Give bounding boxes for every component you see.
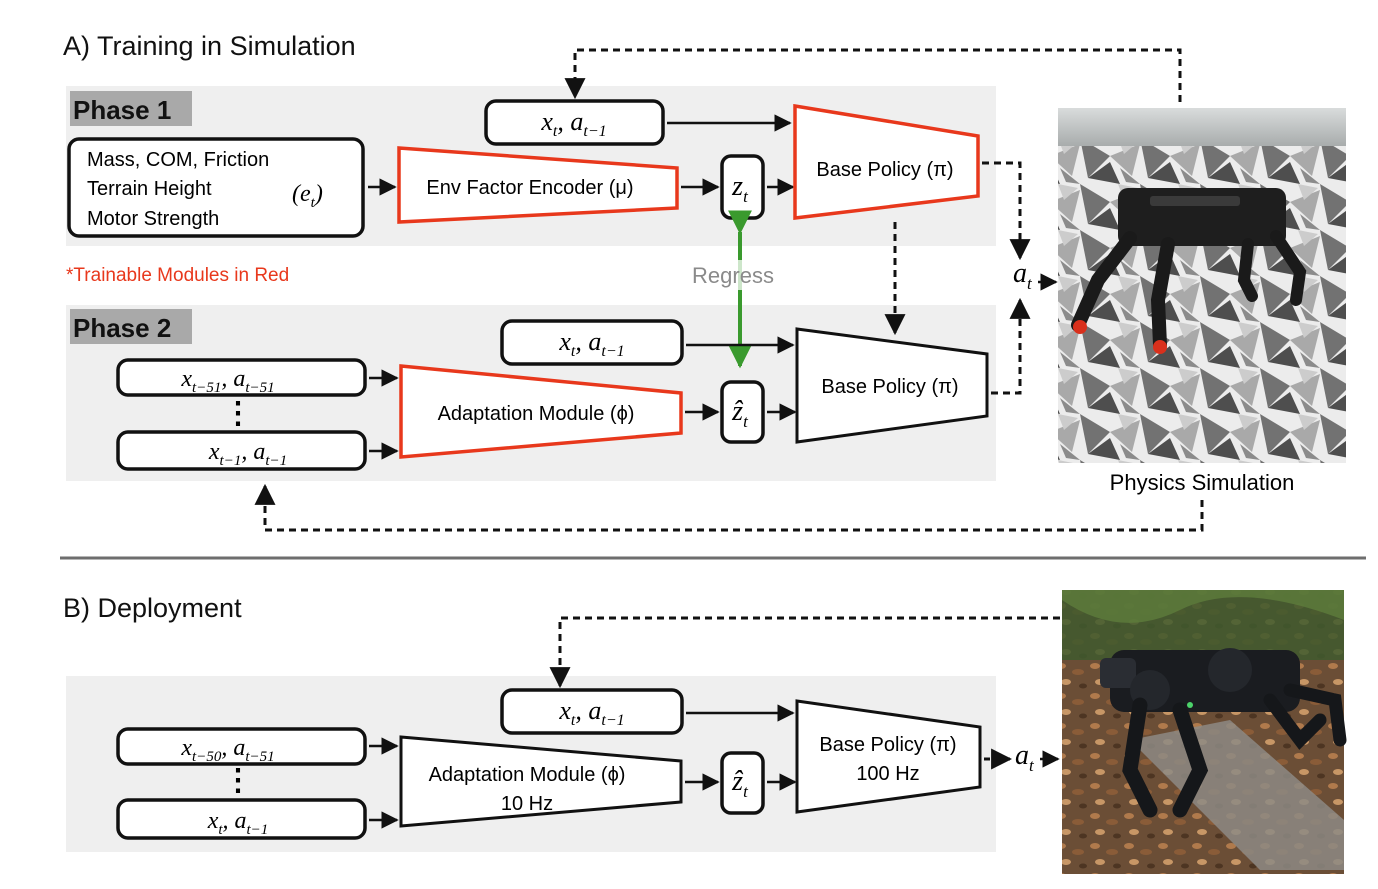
deploy-zhat-label: ẑt <box>731 766 749 801</box>
section-a-title: A) Training in Simulation <box>63 31 356 61</box>
action-label-b: at <box>1015 740 1035 775</box>
latent-zhat-box <box>720 380 765 444</box>
phase1-tag <box>70 91 192 126</box>
env-factor-line-2: Terrain Height <box>87 178 212 200</box>
deploy-adaptation-module <box>399 735 683 828</box>
sim-caption: Physics Simulation <box>1110 470 1295 495</box>
deploy-history-ellipsis: ⋮ <box>223 764 253 797</box>
env-factor-encoder-label: Env Factor Encoder (μ) <box>426 177 633 199</box>
deploy-base-policy-rate: 100 Hz <box>856 763 919 785</box>
history-top-box <box>116 358 367 397</box>
deploy-history-top-label: xt−50, at−51 <box>180 735 274 765</box>
base-policy-phase2-label: Base Policy (π) <box>821 376 958 398</box>
deploy-obs-box <box>500 688 684 735</box>
history-bottom-box <box>116 430 367 471</box>
history-bottom-label: xt−1, at−1 <box>208 439 287 469</box>
history-ellipsis: ⋮ <box>223 397 253 430</box>
section-b-title: B) Deployment <box>63 593 242 623</box>
deploy-base-policy-label: Base Policy (π) <box>819 734 956 756</box>
action-label-a: at <box>1013 258 1033 293</box>
real-robot-image <box>1062 590 1347 874</box>
deploy-history-bottom-box <box>116 798 367 840</box>
history-top-label: xt−51, at−51 <box>180 366 274 396</box>
dashed-robot-to-deploy-obs <box>549 616 1060 689</box>
dashed-policy1-to-action <box>982 161 1031 261</box>
dashed-sim-to-history <box>254 483 1204 532</box>
phase2-tag <box>70 309 192 344</box>
latent-zhat-label: ẑt <box>731 396 749 431</box>
env-factor-line-3: Motor Strength <box>87 208 219 230</box>
deploy-obs-label: xt, at−1 <box>558 696 624 729</box>
regress-label-bg <box>684 260 784 290</box>
adaptation-module-phase2 <box>399 364 683 459</box>
regress-label: Regress <box>692 263 774 288</box>
latent-z-label: zt <box>731 171 749 206</box>
trainable-note: *Trainable Modules in Red <box>66 265 289 286</box>
phase2-obs-box <box>500 319 684 366</box>
env-factor-line-1: Mass, COM, Friction <box>87 149 269 171</box>
physics-simulation-image <box>1058 108 1346 463</box>
deploy-adaptation-rate: 10 Hz <box>501 793 553 815</box>
adaptation-module-phase2-label: Adaptation Module (ϕ) <box>438 403 635 425</box>
deploy-history-top-box <box>116 727 367 766</box>
deploy-zhat-box <box>720 751 765 815</box>
phase2-obs-label: xt, at−1 <box>558 327 624 360</box>
env-factors-box <box>67 137 365 238</box>
env-factor-symbol: (et) <box>292 181 323 211</box>
phase1-label: Phase 1 <box>73 95 171 125</box>
deploy-adaptation-label: Adaptation Module (ϕ) <box>429 764 626 786</box>
base-policy-phase2 <box>795 327 989 444</box>
dashed-sim-to-obs1 <box>564 48 1182 102</box>
phase1-obs-box <box>484 99 665 146</box>
dashed-policy2-to-action <box>991 297 1031 395</box>
deploy-base-policy <box>795 699 982 814</box>
env-factor-encoder <box>397 146 679 224</box>
base-policy-phase1 <box>793 103 980 220</box>
base-policy-phase1-label: Base Policy (π) <box>816 159 953 181</box>
phase2-label: Phase 2 <box>73 313 171 343</box>
phase1-obs-label: xt, at−1 <box>540 107 606 140</box>
deploy-history-bottom-label: xt, at−1 <box>207 808 269 838</box>
